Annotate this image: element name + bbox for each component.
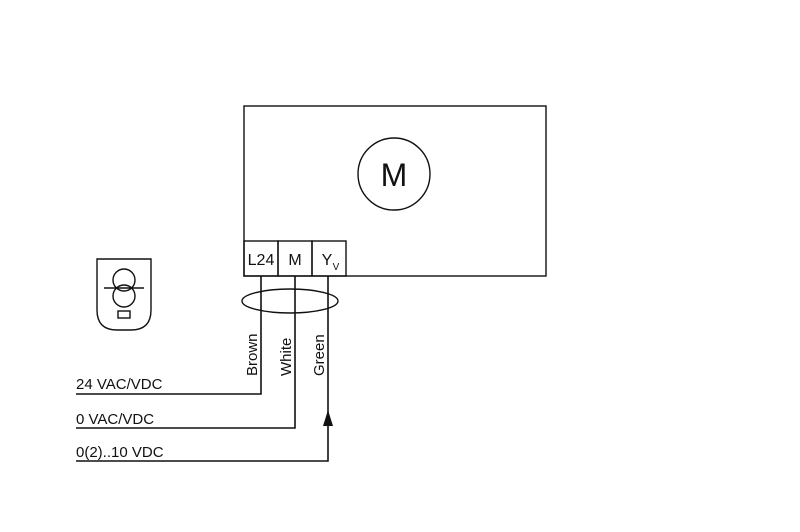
signal-label-control: 0(2)..10 VDC [76,444,164,461]
wire-label-brown: Brown [244,333,261,376]
terminal-label-l24: L24 [248,252,275,269]
terminal-label-m: M [288,252,301,269]
terminal-yv [311,240,347,277]
signal-label-0v: 0 VAC/VDC [76,411,154,428]
motor-label: M [381,157,408,193]
wire-green [76,276,329,462]
wire-white [76,276,296,429]
cable-bundle-ellipse [241,288,339,314]
input-arrow-icon [323,410,333,426]
wire-label-green: Green [311,334,328,376]
signal-label-24v: 24 VAC/VDC [76,376,163,393]
motor-circle-icon [357,137,431,211]
motor-symbol: M [357,137,431,211]
terminal-block: L24 M Y V [243,240,347,277]
actuator-body [243,105,547,277]
wire-label-white: White [278,338,295,376]
terminal-label-y: Y [322,252,333,269]
transformer-symbol-icon [96,258,152,331]
terminal-label-y-subscript: V [333,262,340,273]
wire-brown [76,276,262,395]
